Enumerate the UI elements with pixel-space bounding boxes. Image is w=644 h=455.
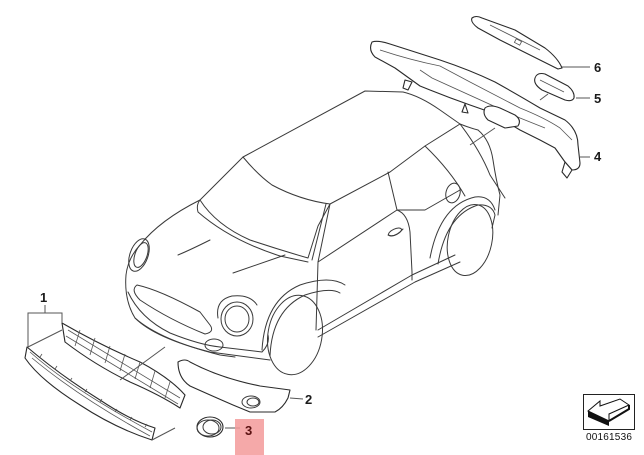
- callout-2[interactable]: 2: [305, 392, 313, 407]
- rear-spoiler-part: [369, 40, 581, 179]
- arrow-orientation-icon: [587, 398, 631, 426]
- fog-ring-part: [196, 416, 240, 438]
- third-brake-light-part: [471, 15, 563, 70]
- callout-4[interactable]: 4: [594, 149, 602, 164]
- orientation-box: [583, 394, 635, 430]
- brake-light-bezel-part: [534, 72, 575, 102]
- front-grille-part: [24, 305, 186, 441]
- document-number: 00161536: [586, 432, 633, 443]
- callout-3[interactable]: 3: [245, 423, 253, 438]
- callout-6[interactable]: 6: [594, 60, 602, 75]
- bumper-trim-part: [177, 359, 304, 413]
- callout-1[interactable]: 1: [40, 290, 48, 305]
- callout-highlight-3: [235, 419, 264, 455]
- callout-5[interactable]: 5: [594, 91, 602, 106]
- car-body-outline: [125, 90, 506, 376]
